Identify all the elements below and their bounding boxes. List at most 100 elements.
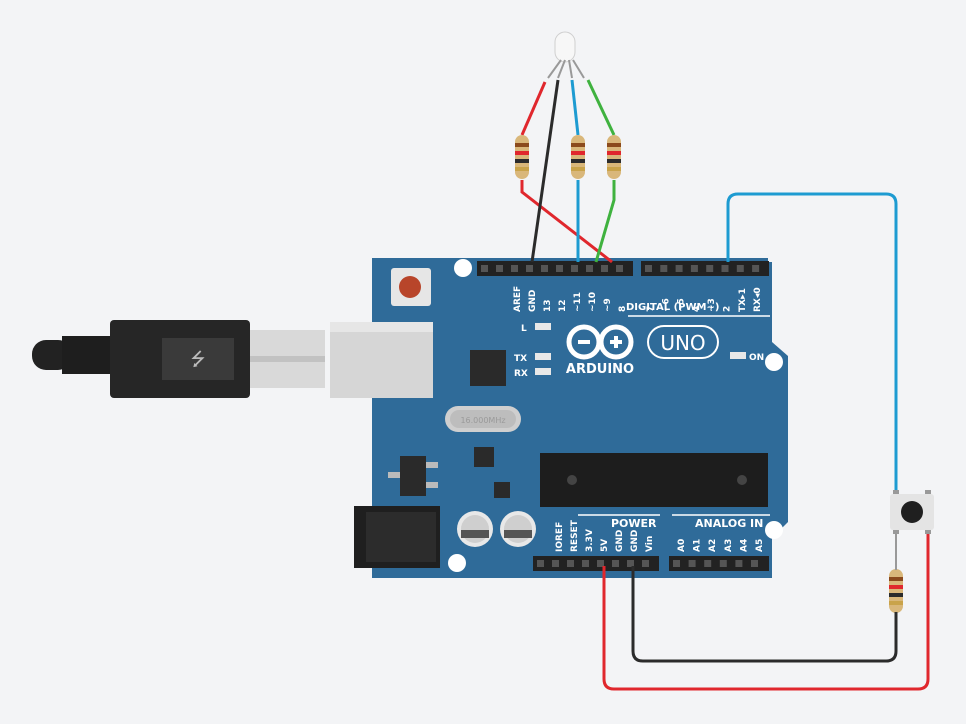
pin-label: ~3 bbox=[707, 298, 717, 312]
resistor[interactable] bbox=[571, 135, 585, 179]
pin-label: IOREF bbox=[555, 522, 565, 552]
digital-header-label: DIGITAL (PWM~) bbox=[626, 302, 719, 313]
header-pin[interactable] bbox=[690, 265, 698, 272]
header-pin[interactable] bbox=[556, 265, 563, 272]
voltage-regulator bbox=[388, 456, 438, 496]
pin-label: RESET bbox=[570, 519, 580, 552]
pin-label: A1 bbox=[693, 539, 703, 552]
header-pin[interactable] bbox=[541, 265, 548, 272]
wire-black-gnd[interactable] bbox=[631, 566, 898, 663]
usb-chip bbox=[470, 350, 506, 386]
usb-cable[interactable]: ⭍ bbox=[32, 320, 325, 398]
header-pin[interactable] bbox=[612, 560, 619, 567]
header-pin[interactable] bbox=[751, 560, 758, 567]
reset-button[interactable] bbox=[391, 268, 431, 306]
header-pin[interactable] bbox=[736, 265, 744, 272]
header-pin[interactable] bbox=[601, 265, 608, 272]
wire-black-led-gnd[interactable] bbox=[530, 79, 560, 263]
header-pin[interactable] bbox=[673, 560, 680, 567]
wire-green-led[interactable] bbox=[594, 180, 616, 263]
capacitor bbox=[500, 511, 536, 547]
header-pin[interactable] bbox=[752, 265, 760, 272]
power-jack bbox=[354, 506, 440, 568]
led-tx-label: TX bbox=[514, 354, 527, 364]
header-pin[interactable] bbox=[496, 265, 503, 272]
pin-label: A2 bbox=[708, 539, 718, 552]
header-pin[interactable] bbox=[597, 560, 604, 567]
analog-header-label: ANALOG IN bbox=[695, 517, 763, 530]
header-pin[interactable] bbox=[642, 560, 649, 567]
pin-label: ~6 bbox=[661, 298, 671, 312]
pin-label: 2 bbox=[723, 306, 733, 312]
small-chip bbox=[474, 447, 494, 467]
header-pin[interactable] bbox=[706, 265, 714, 272]
wire-blue-button[interactable] bbox=[726, 192, 898, 492]
rgb-led[interactable] bbox=[547, 31, 585, 79]
pin-label: A3 bbox=[724, 539, 734, 552]
resistor[interactable] bbox=[889, 569, 903, 613]
header-pin[interactable] bbox=[552, 560, 559, 567]
wire-red-led[interactable] bbox=[520, 180, 613, 264]
pin-label: 12 bbox=[558, 299, 568, 312]
capacitor bbox=[457, 511, 493, 547]
led-l bbox=[535, 323, 551, 330]
mounting-hole bbox=[448, 554, 466, 572]
header-pin[interactable] bbox=[481, 265, 488, 272]
mounting-hole bbox=[454, 259, 472, 277]
pin-label: A4 bbox=[739, 539, 749, 552]
header-pin[interactable] bbox=[719, 560, 727, 567]
led-rx bbox=[535, 368, 551, 375]
header-pin[interactable] bbox=[526, 265, 533, 272]
header-pin[interactable] bbox=[645, 265, 652, 272]
pin-label: ~10 bbox=[588, 292, 598, 312]
pin-label: ~9 bbox=[603, 298, 613, 312]
arduino-logo bbox=[566, 324, 634, 360]
header-pin[interactable] bbox=[627, 560, 634, 567]
uno-badge bbox=[647, 325, 719, 359]
crystal-oscillator: 16.000MHz bbox=[445, 406, 521, 432]
usb-icon: ⭍ bbox=[191, 349, 206, 370]
header-pin[interactable] bbox=[735, 560, 743, 567]
header-pin[interactable] bbox=[582, 560, 589, 567]
digital-header-right bbox=[641, 261, 769, 276]
header-pin[interactable] bbox=[688, 560, 696, 567]
crystal-label: 16.000MHz bbox=[460, 416, 505, 425]
pin-label: GND bbox=[615, 530, 625, 552]
header-pin[interactable] bbox=[511, 265, 518, 272]
pin-label: GND bbox=[630, 530, 640, 552]
led-l-label: L bbox=[521, 324, 527, 334]
header-pin[interactable] bbox=[616, 265, 623, 272]
wire-green-led[interactable] bbox=[586, 79, 616, 136]
arduino-board[interactable]: 16.000MHz bbox=[330, 258, 788, 578]
pin-label: 13 bbox=[543, 299, 553, 312]
pin-label: Vin bbox=[645, 536, 655, 552]
led-on bbox=[730, 352, 746, 359]
header-pin[interactable] bbox=[537, 560, 544, 567]
header-pin[interactable] bbox=[721, 265, 729, 272]
header-pin[interactable] bbox=[660, 265, 668, 272]
pin-label: AREF bbox=[513, 286, 523, 312]
pin-label: A5 bbox=[755, 539, 765, 552]
resistor[interactable] bbox=[515, 135, 529, 179]
pin-label: 3.3V bbox=[585, 529, 595, 552]
header-pin[interactable] bbox=[567, 560, 574, 567]
pushbutton[interactable] bbox=[890, 490, 934, 534]
pin-label: ~5 bbox=[677, 298, 687, 312]
resistor[interactable] bbox=[607, 135, 621, 179]
mounting-hole bbox=[765, 521, 783, 539]
wire-red-5v[interactable] bbox=[602, 532, 930, 691]
pin-label: 5V bbox=[600, 539, 610, 552]
wire-red-led[interactable] bbox=[520, 81, 547, 136]
power-header bbox=[533, 556, 659, 571]
header-pin[interactable] bbox=[586, 265, 593, 272]
power-header-label: POWER bbox=[611, 517, 657, 530]
wire-blue-led[interactable] bbox=[570, 79, 580, 136]
usb-port bbox=[330, 322, 433, 398]
led-on-label: ON bbox=[749, 353, 764, 363]
pin-label: 4 bbox=[692, 306, 702, 312]
header-pin[interactable] bbox=[675, 265, 683, 272]
header-pin[interactable] bbox=[571, 265, 578, 272]
pin-label: 8 bbox=[618, 306, 628, 312]
header-pin[interactable] bbox=[704, 560, 712, 567]
